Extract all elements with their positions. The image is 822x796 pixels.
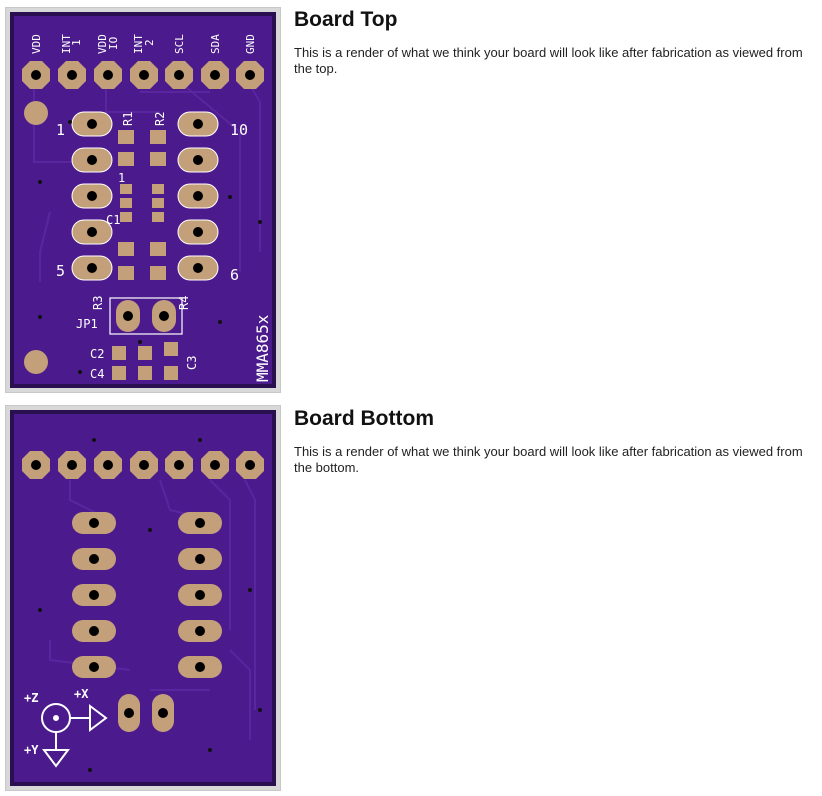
label-int2-num: 2 [143,39,156,46]
axis-symbol [41,703,108,768]
label-ic-pin1: 1 [118,171,125,185]
label-pin10: 10 [230,121,248,139]
label-vdd: VDD [30,34,43,54]
label-vddio-io: IO [107,37,120,50]
label-axis-z: +Z [24,691,38,705]
label-axis-y: +Y [24,743,39,757]
label-r1: R1 [121,112,135,126]
board-bottom-image: +Z +X +Y [10,410,276,786]
label-c1: C1 [106,213,120,227]
label-int1: INT [60,34,73,54]
label-gnd: GND [244,34,257,54]
label-sda: SDA [209,34,222,54]
label-int2: INT [132,34,145,54]
board-top-render: VDD INT 1 VDD IO INT 2 SCL SDA GND [5,7,281,393]
label-c3: C3 [185,356,199,370]
board-top-description: This is a render of what we think your b… [294,45,803,76]
board-top-image: VDD INT 1 VDD IO INT 2 SCL SDA GND [10,12,276,388]
label-r2: R2 [153,112,167,126]
label-scl: SCL [173,34,186,54]
board-bottom-title: Board Bottom [294,407,434,430]
label-pin1: 1 [56,121,65,139]
label-vddio: VDD [96,34,109,54]
label-r4: R4 [177,296,191,310]
board-bottom-render: +Z +X +Y [5,405,281,791]
label-c2: C2 [90,347,104,361]
board-top-section: Board Top This is a render of what we th… [294,7,822,77]
label-r3: R3 [91,296,105,310]
label-pin5: 5 [56,262,65,280]
label-part-number: MMA865x [253,314,272,382]
label-axis-x: +X [74,687,89,701]
board-top-title: Board Top [294,8,398,31]
label-int1-num: 1 [70,39,83,46]
board-bottom-section: Board Bottom This is a render of what we… [294,406,822,476]
label-jp1: JP1 [76,317,98,331]
board-bottom-description: This is a render of what we think your b… [294,444,803,475]
label-c4: C4 [90,367,104,381]
label-pin6: 6 [230,266,239,284]
